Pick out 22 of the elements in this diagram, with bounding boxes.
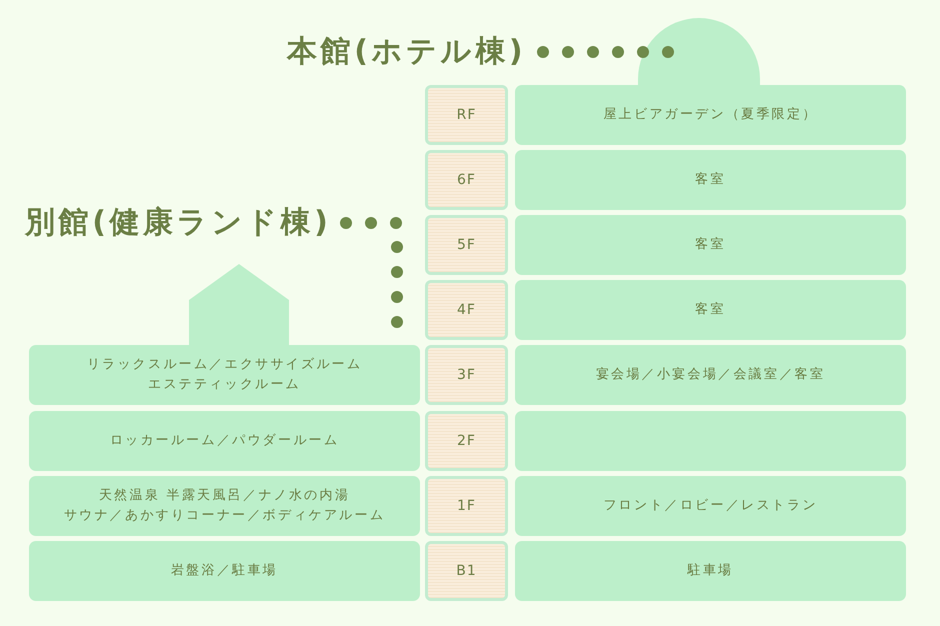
floor-label: 1F (425, 476, 508, 536)
room-box: 客室 (515, 150, 906, 210)
room-box: 岩盤浴／駐車場 (29, 541, 420, 601)
floor-label: B1 (425, 541, 508, 601)
room-box: フロント／ロビー／レストラン (515, 476, 906, 536)
floor-label: 5F (425, 215, 508, 275)
floor-label: 4F (425, 280, 508, 340)
room-box: ロッカールーム／パウダールーム (29, 411, 420, 471)
floor-label: 2F (425, 411, 508, 471)
building-title: 別館(健康ランド棟) (25, 205, 332, 241)
dome-shape (638, 18, 760, 86)
floor-label: 3F (425, 345, 508, 405)
floor-label: 6F (425, 150, 508, 210)
room-box: 宴会場／小宴会場／会議室／客室 (515, 345, 906, 405)
room-box (515, 411, 906, 471)
room-box: 客室 (515, 280, 906, 340)
building-title: 本館(ホテル棟) (287, 34, 526, 70)
house-roof-shape (189, 264, 289, 348)
room-box: 天然温泉 半露天風呂／ナノ水の内湯サウナ／あかすりコーナー／ボディケアルーム (29, 476, 420, 536)
room-box: 客室 (515, 215, 906, 275)
floor-label: RF (425, 85, 508, 145)
room-box: 駐車場 (515, 541, 906, 601)
